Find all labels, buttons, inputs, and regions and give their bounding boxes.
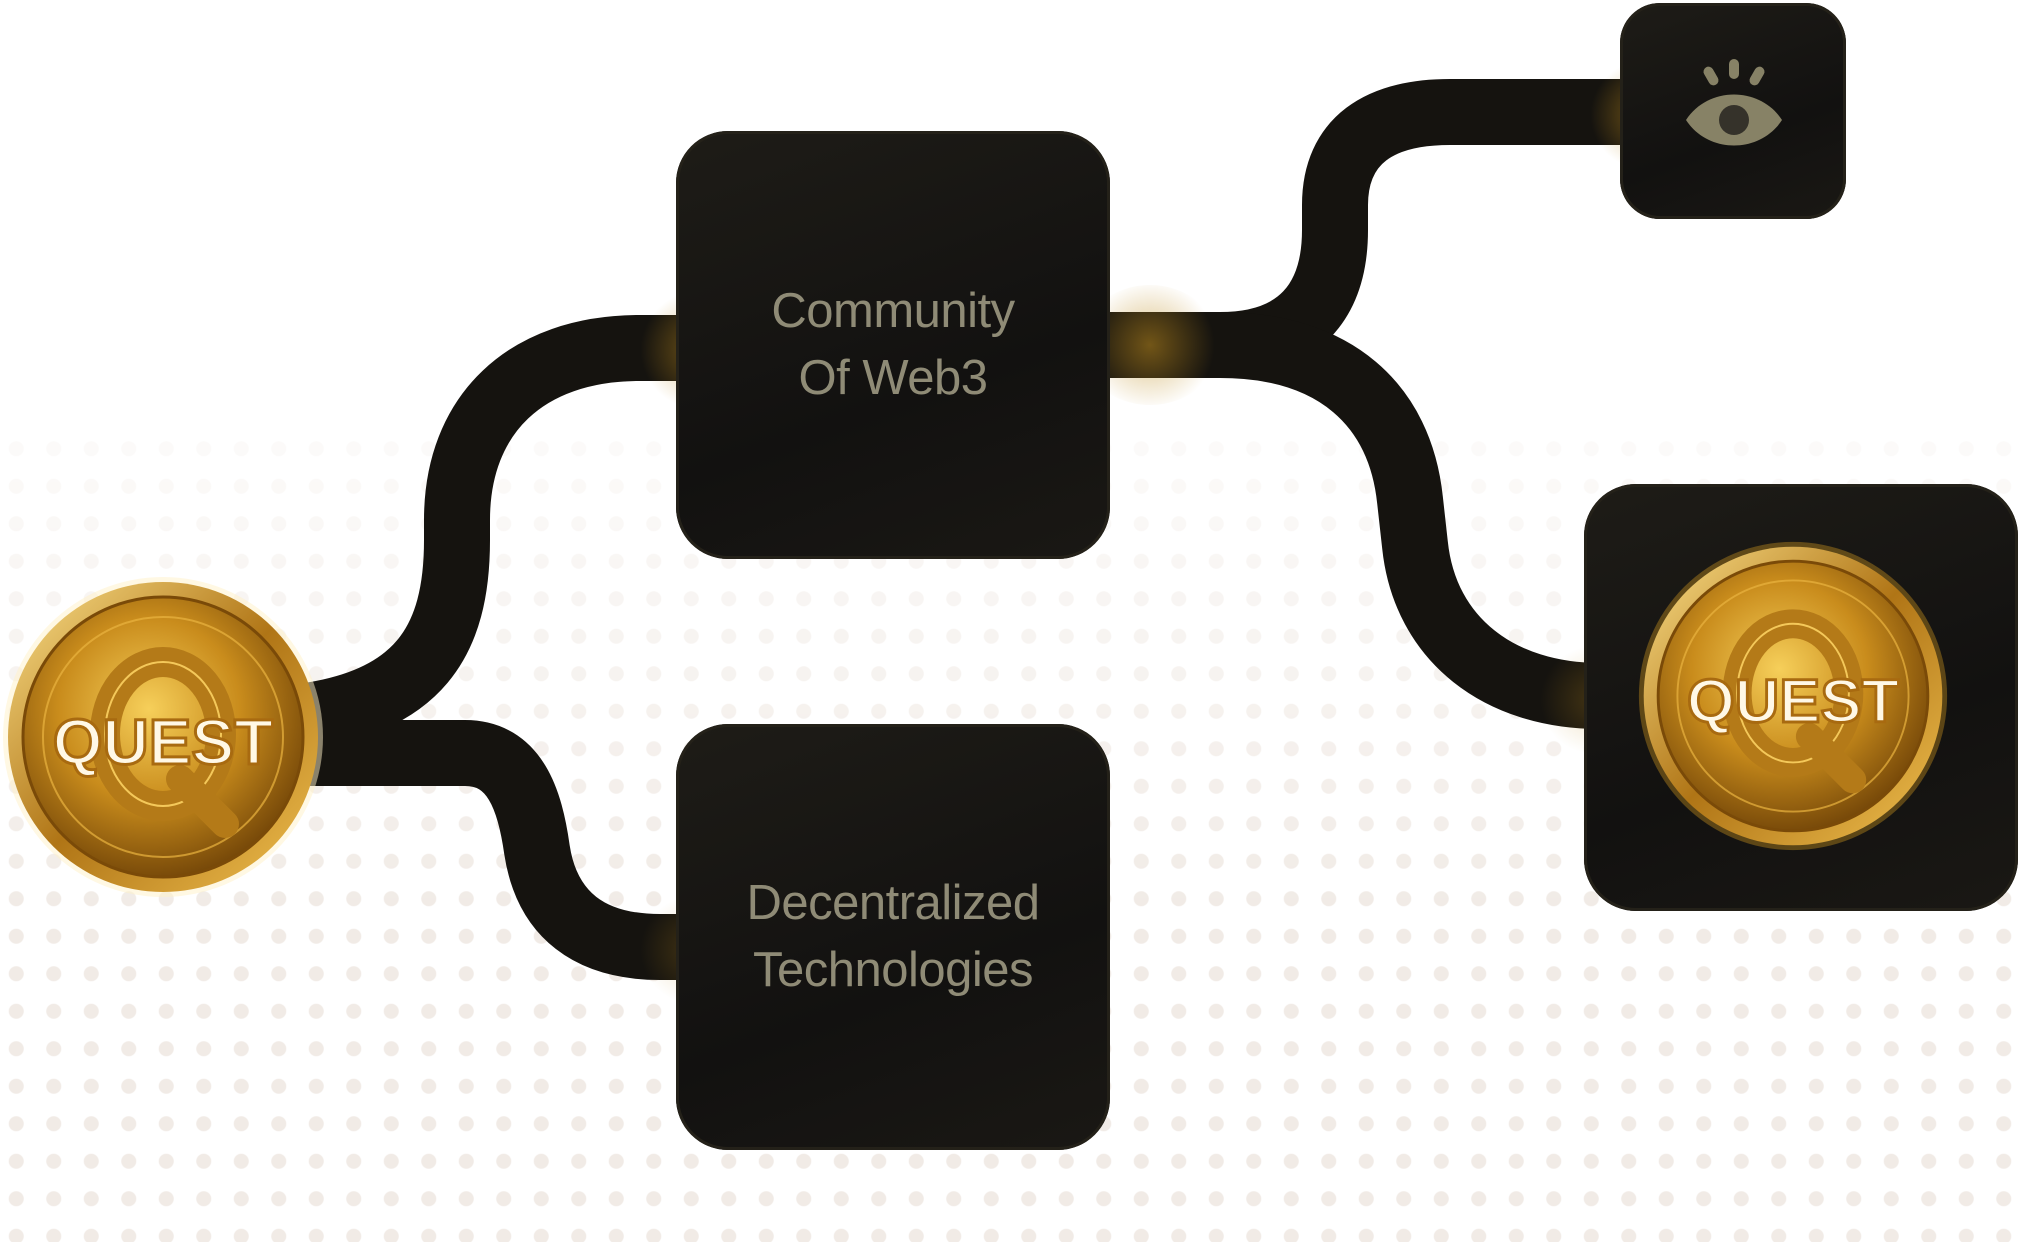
quest-logo-text: QUEST [53, 706, 273, 778]
eye-icon [1686, 59, 1782, 146]
label-line: Of Web3 [798, 351, 988, 405]
quest-logo-text: QUEST [1687, 667, 1899, 736]
community-web3-node[interactable]: Community Of Web3 [676, 131, 1110, 559]
quest-coin-source[interactable]: QUEST [0, 574, 326, 900]
quest-coin-target: QUEST [1638, 541, 1948, 851]
label-line: Decentralized [746, 876, 1040, 930]
decentralized-technologies-node[interactable]: Decentralized Technologies [676, 724, 1110, 1150]
vision-node[interactable] [1620, 3, 1846, 219]
track-community-to-vision [1100, 79, 1640, 378]
track-community-to-target [1100, 312, 1601, 729]
decentralized-technologies-label: Decentralized Technologies [746, 870, 1040, 1004]
q-emblem-shape [90, 647, 239, 838]
track-coin-to-decentralized [290, 720, 700, 980]
label-line: Technologies [752, 943, 1034, 997]
label-line: Community [771, 284, 1015, 338]
community-web3-label: Community Of Web3 [771, 278, 1015, 412]
q-emblem-shape [1722, 609, 1867, 794]
track-coin-to-community [286, 315, 700, 751]
